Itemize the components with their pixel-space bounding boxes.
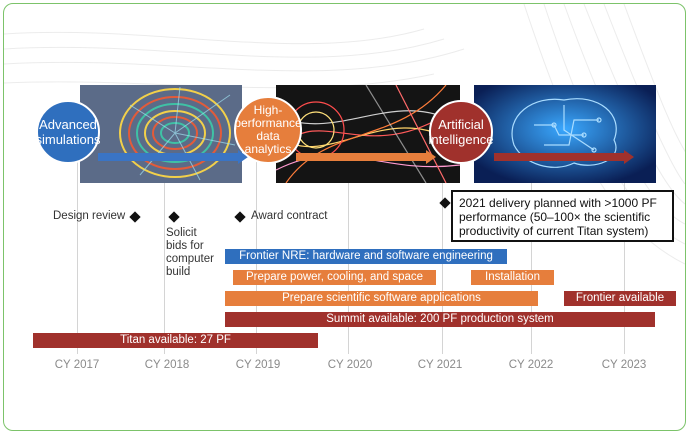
timeline-tick: CY 2017 — [54, 359, 100, 371]
milestone-design-review: Design review — [53, 210, 126, 222]
bar-summit-available: Summit available: 200 PF production syst… — [225, 312, 655, 327]
delivery-callout: 2021 delivery planned with >1000 PF perf… — [451, 190, 674, 242]
phase-label: Advanced simulations — [35, 117, 101, 147]
phase-artificial-intelligence: Artificial intelligence — [428, 100, 494, 164]
phase-label: Artificial intelligence — [428, 117, 494, 147]
gridline — [531, 162, 532, 354]
milestone-solicit-bids: Solicit bids for computer build — [166, 227, 214, 278]
bar-prepare-software: Prepare scientific software applications — [225, 291, 538, 306]
bar-frontier-available: Frontier available — [564, 291, 676, 306]
timeline-tick: CY 2019 — [235, 359, 281, 371]
milestone-award-contract: Award contract — [251, 210, 328, 222]
timeline-tick: CY 2018 — [144, 359, 190, 371]
gridline — [164, 162, 165, 354]
phase-advanced-simulations: Advanced simulations — [35, 100, 101, 164]
bar-prepare-power: Prepare power, cooling, and space — [233, 270, 436, 285]
gridline — [624, 162, 625, 354]
timeline-tick: CY 2023 — [601, 359, 647, 371]
timeline-tick: CY 2021 — [417, 359, 463, 371]
bar-installation: Installation — [471, 270, 554, 285]
phase-data-analytics: High- performance data analytics — [234, 96, 302, 164]
timeline-tick: CY 2020 — [327, 359, 373, 371]
timeline-tick: CY 2022 — [508, 359, 554, 371]
simulation-image — [80, 85, 242, 183]
bar-frontier-nre: Frontier NRE: hardware and software engi… — [225, 249, 507, 264]
timeline-figure: Advanced simulations High- performance d… — [3, 3, 686, 431]
phase-label: High- performance data analytics — [234, 103, 302, 156]
gridline — [77, 162, 78, 354]
arrow-simulations — [98, 150, 248, 164]
ai-brain-image — [474, 85, 656, 183]
arrow-analytics — [296, 150, 436, 164]
arrow-ai — [494, 150, 634, 164]
bar-titan-available: Titan available: 27 PF — [33, 333, 318, 348]
